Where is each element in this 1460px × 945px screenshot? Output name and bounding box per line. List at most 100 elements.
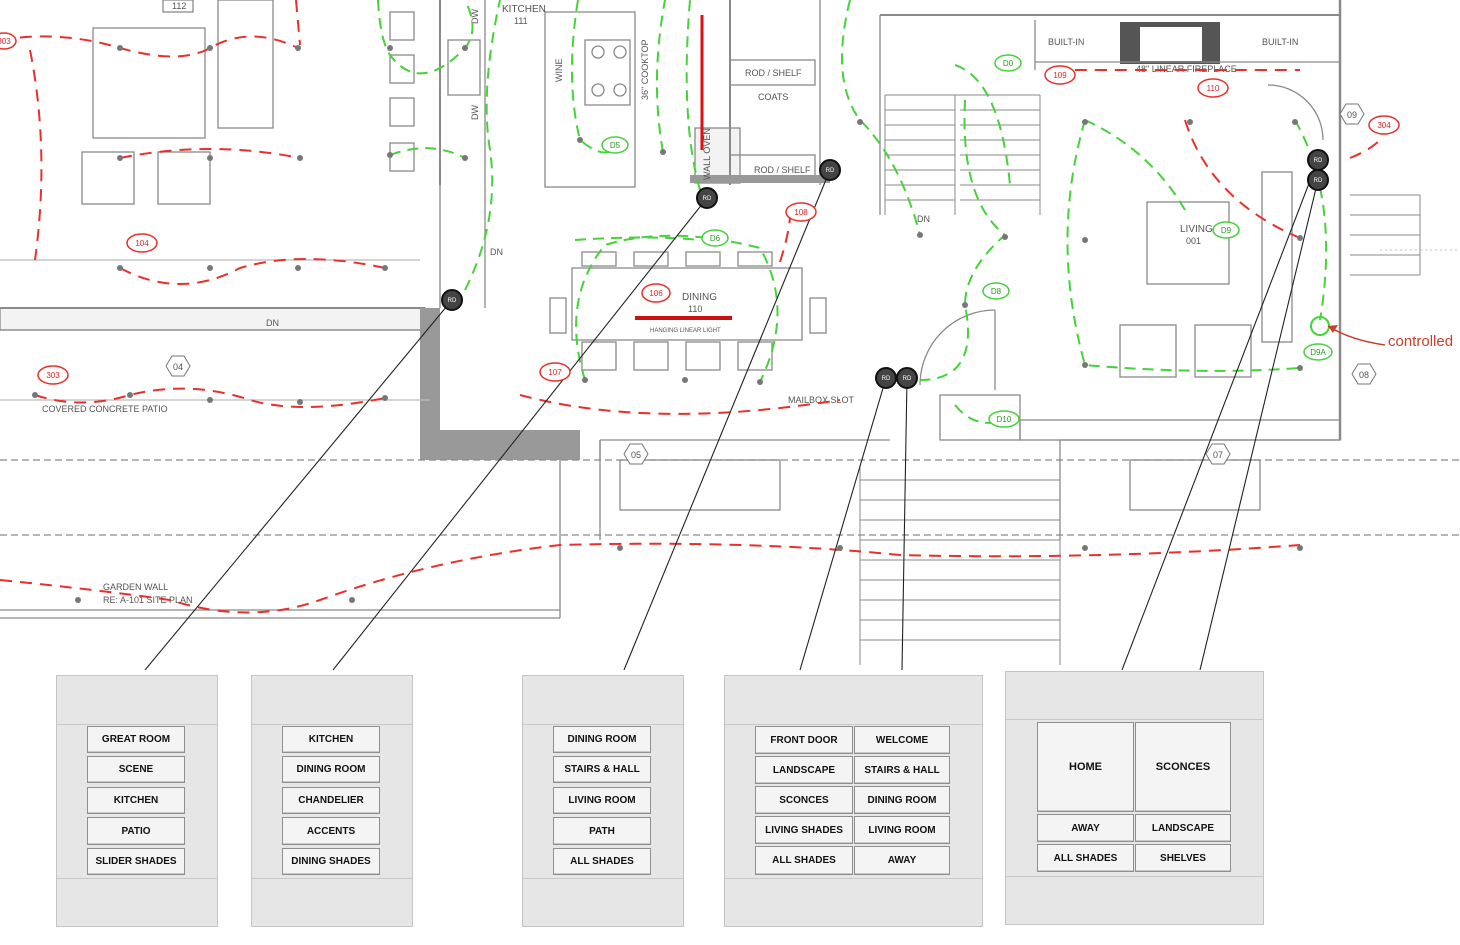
dimmer-marker[interactable]: RD bbox=[875, 367, 897, 389]
section-tag: 08 bbox=[1351, 363, 1377, 385]
svg-text:106: 106 bbox=[649, 289, 663, 298]
svg-text:D6: D6 bbox=[710, 234, 721, 243]
keypad-4-right-button-5[interactable]: AWAY bbox=[854, 846, 950, 875]
dw-label-1: DW bbox=[470, 9, 480, 24]
svg-text:108: 108 bbox=[794, 208, 808, 217]
keypad-2-button-1[interactable]: KITCHEN bbox=[282, 726, 380, 753]
keypad-1: GREAT ROOM SCENE KITCHEN PATIO SLIDER SH… bbox=[56, 675, 218, 927]
svg-text:110: 110 bbox=[1207, 84, 1220, 93]
built-in-right-label: BUILT-IN bbox=[1262, 37, 1298, 47]
svg-text:RD: RD bbox=[1314, 178, 1323, 184]
keypad-1-button-2[interactable]: SCENE bbox=[87, 756, 185, 783]
keypad-4-right-button-3[interactable]: DINING ROOM bbox=[854, 786, 950, 814]
keypad-2-button-4[interactable]: ACCENTS bbox=[282, 817, 380, 845]
svg-text:D9: D9 bbox=[1221, 226, 1232, 235]
circuit-tag-green: D9A bbox=[1303, 343, 1333, 361]
kitchen-number: 111 bbox=[514, 16, 528, 26]
svg-text:303: 303 bbox=[0, 37, 11, 46]
dining-label: DINING bbox=[682, 292, 717, 303]
keypad-4-left-button-5[interactable]: ALL SHADES bbox=[755, 846, 853, 875]
svg-text:D5: D5 bbox=[610, 141, 621, 150]
keypad-2-button-5[interactable]: DINING SHADES bbox=[282, 848, 380, 875]
dn-label-1: DN bbox=[490, 247, 503, 257]
keypad-4-left-button-3[interactable]: SCONCES bbox=[755, 786, 853, 814]
circuit-tag-red: 303 bbox=[37, 365, 69, 385]
keypad-5-home-button[interactable]: HOME bbox=[1037, 722, 1134, 812]
leader-lines bbox=[144, 159, 1319, 670]
svg-text:303: 303 bbox=[46, 371, 60, 380]
section-tag: 07 bbox=[1205, 443, 1231, 465]
keypad-1-button-5[interactable]: SLIDER SHADES bbox=[87, 848, 185, 875]
dimmer-marker[interactable]: RD bbox=[1307, 169, 1329, 191]
svg-text:RD: RD bbox=[448, 298, 457, 304]
circuit-tag-green: D6 bbox=[701, 229, 729, 247]
keypad-4-right-button-1[interactable]: WELCOME bbox=[854, 726, 950, 754]
keypad-2-button-2[interactable]: DINING ROOM bbox=[282, 756, 380, 783]
svg-text:D8: D8 bbox=[991, 287, 1002, 296]
keypad-5: HOME SCONCES AWAY LANDSCAPE ALL SHADES S… bbox=[1005, 671, 1264, 925]
svg-text:04: 04 bbox=[173, 362, 183, 372]
keypad-5-landscape-button[interactable]: LANDSCAPE bbox=[1135, 814, 1231, 842]
circuit-tag-red: 304 bbox=[1368, 115, 1400, 135]
kitchen-label: KITCHEN bbox=[502, 4, 546, 15]
svg-text:D9A: D9A bbox=[1310, 348, 1326, 357]
dimmer-marker[interactable]: RD bbox=[896, 367, 918, 389]
svg-text:304: 304 bbox=[1377, 121, 1391, 130]
wine-label: WINE bbox=[554, 59, 564, 83]
svg-text:109: 109 bbox=[1053, 71, 1067, 80]
svg-text:07: 07 bbox=[1213, 450, 1223, 460]
keypad-5-shelves-button[interactable]: SHELVES bbox=[1135, 844, 1231, 872]
keypad-2: KITCHEN DINING ROOM CHANDELIER ACCENTS D… bbox=[251, 675, 413, 927]
circuit-tag-red: 110 bbox=[1197, 78, 1229, 98]
dimmer-marker[interactable]: RD bbox=[1307, 149, 1329, 171]
keypad-1-button-1[interactable]: GREAT ROOM bbox=[87, 726, 185, 753]
great-room-number: 112 bbox=[172, 1, 186, 11]
circuit-tag-red: 106 bbox=[641, 283, 671, 303]
svg-text:107: 107 bbox=[548, 368, 562, 377]
keypad-3-button-3[interactable]: LIVING ROOM bbox=[553, 787, 651, 814]
built-in-left-label: BUILT-IN bbox=[1048, 37, 1084, 47]
circuit-tag-green: D0 bbox=[994, 54, 1022, 72]
circuit-tag-green: D5 bbox=[601, 136, 629, 154]
keypad-3-button-4[interactable]: PATH bbox=[553, 817, 651, 845]
keypad-5-away-button[interactable]: AWAY bbox=[1037, 814, 1134, 842]
fixtures bbox=[32, 45, 1303, 603]
red-circuits bbox=[0, 0, 1381, 614]
keypad-1-button-4[interactable]: PATIO bbox=[87, 817, 185, 845]
patio-label: COVERED CONCRETE PATIO bbox=[42, 404, 168, 414]
keypad-2-button-3[interactable]: CHANDELIER bbox=[282, 787, 380, 814]
coats-label: COATS bbox=[758, 92, 788, 102]
keypad-5-sconces-button[interactable]: SCONCES bbox=[1135, 722, 1231, 812]
keypad-3-button-1[interactable]: DINING ROOM bbox=[553, 726, 651, 753]
keypad-3-button-2[interactable]: STAIRS & HALL bbox=[553, 756, 651, 783]
svg-text:RD: RD bbox=[903, 376, 912, 382]
circuit-tag-red: 109 bbox=[1044, 65, 1076, 85]
keypad-4-left-button-1[interactable]: FRONT DOOR bbox=[755, 726, 853, 754]
dimmer-marker[interactable]: RD bbox=[819, 159, 841, 181]
keypad-3-button-5[interactable]: ALL SHADES bbox=[553, 848, 651, 875]
dimmer-marker[interactable]: RD bbox=[696, 187, 718, 209]
svg-text:09: 09 bbox=[1347, 110, 1357, 120]
keypad-4-left-button-2[interactable]: LANDSCAPE bbox=[755, 756, 853, 784]
circuit-tag-green: D9 bbox=[1212, 221, 1240, 239]
circuit-tag-green: D8 bbox=[982, 282, 1010, 300]
hanging-light-label: HANGING LINEAR LIGHT bbox=[650, 328, 721, 334]
keypad-1-button-3[interactable]: KITCHEN bbox=[87, 787, 185, 814]
keypad-4-left-button-4[interactable]: LIVING SHADES bbox=[755, 816, 853, 844]
dimmer-marker[interactable]: RD bbox=[441, 289, 463, 311]
circuit-tag-green: D10 bbox=[988, 410, 1020, 428]
svg-text:RD: RD bbox=[882, 376, 891, 382]
keypad-5-all-shades-button[interactable]: ALL SHADES bbox=[1037, 844, 1134, 872]
keypad-4-right-button-2[interactable]: STAIRS & HALL bbox=[854, 756, 950, 784]
svg-text:RD: RD bbox=[703, 196, 712, 202]
controlled-arrow bbox=[1310, 316, 1386, 346]
svg-text:05: 05 bbox=[631, 450, 641, 460]
svg-text:RD: RD bbox=[1314, 158, 1323, 164]
circuit-tag-red: 107 bbox=[539, 362, 571, 382]
dn-label-3: DN bbox=[917, 214, 930, 224]
svg-text:104: 104 bbox=[135, 239, 149, 248]
controlled-label: controlled bbox=[1388, 333, 1453, 350]
svg-text:D10: D10 bbox=[997, 415, 1012, 424]
keypad-4-right-button-4[interactable]: LIVING ROOM bbox=[854, 816, 950, 844]
mail-slot-label: MAILBOX SLOT bbox=[788, 395, 855, 405]
